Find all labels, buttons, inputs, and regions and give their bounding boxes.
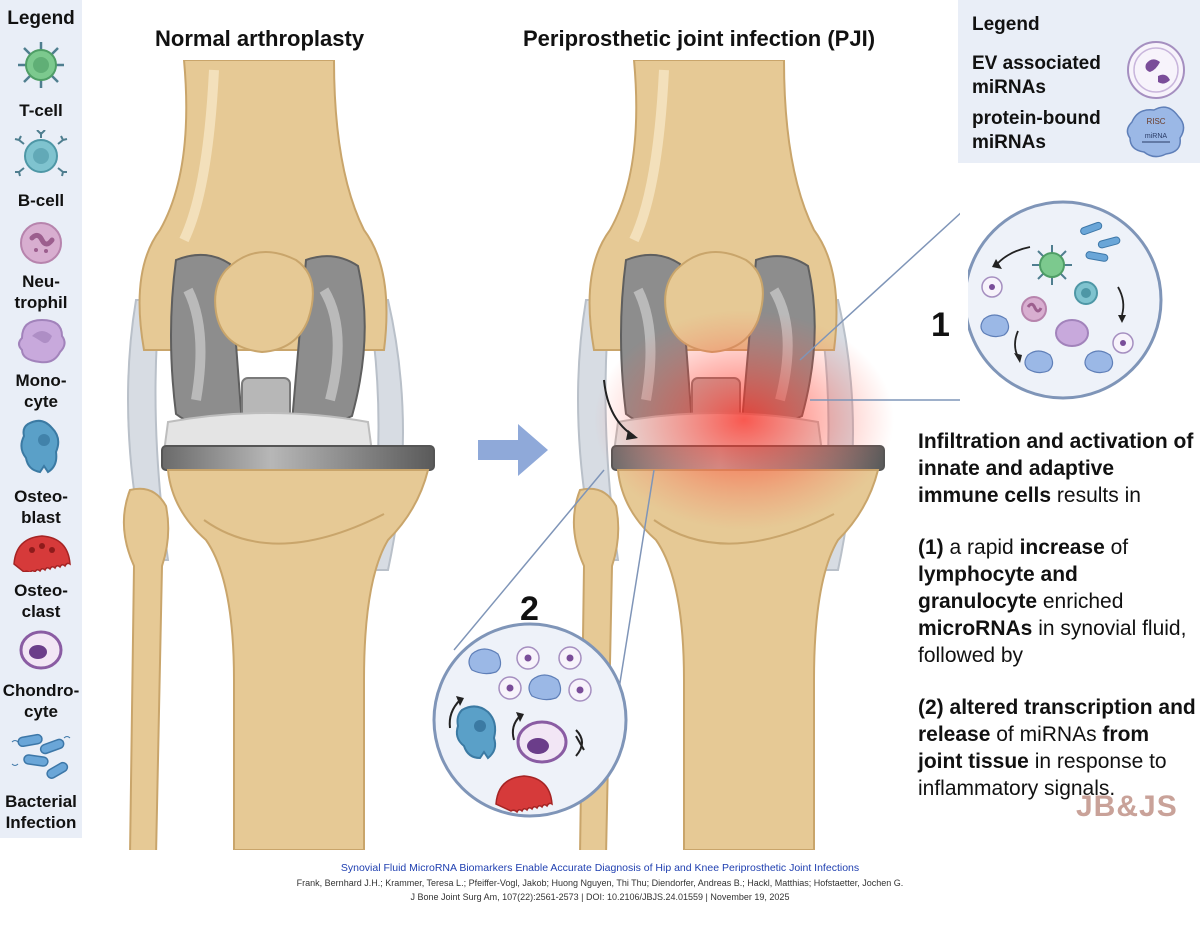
- explanation-text: Infiltration and activation of innate an…: [918, 428, 1196, 827]
- zoom-circle-1-detail: [968, 200, 1163, 400]
- explanation-paragraph-1: Infiltration and activation of innate an…: [918, 430, 1194, 507]
- callout-number-2: 2: [520, 590, 539, 628]
- jbjs-logo: JB&JS: [1076, 790, 1178, 823]
- legend-label-osteoclast: Osteo- clast: [14, 581, 68, 621]
- legend-label-bacteria: Bacterial Infection: [5, 792, 77, 832]
- legend-label-t-cell: T-cell: [19, 101, 63, 120]
- t-cell-icon: [18, 42, 64, 88]
- left-legend-panel: Legend T-cell B-cell Neu- trophil: [0, 0, 82, 838]
- normal-knee: [124, 60, 434, 850]
- legend-label-neutrophil: Neu- trophil: [14, 272, 68, 312]
- right-legend-title: Legend: [972, 14, 1040, 35]
- chondrocyte-icon: [19, 630, 63, 670]
- left-legend-title: Legend: [7, 8, 75, 29]
- inflammation-glow: [594, 310, 894, 530]
- legend-label-b-cell: B-cell: [17, 191, 65, 210]
- transition-arrow: [478, 424, 548, 476]
- ev-icon: [1127, 41, 1185, 99]
- osteoblast-icon: [20, 419, 60, 474]
- knee-illustration: [84, 60, 960, 850]
- heading-normal-arthroplasty: Normal arthroplasty: [155, 26, 365, 51]
- heading-pji: Periprosthetic joint infection (PJI): [523, 26, 876, 51]
- zoom-circle-2-detail: [432, 622, 628, 818]
- legend-label-protein-mirnas: protein-bound miRNAs: [972, 108, 1101, 153]
- explanation-paragraph-3: (2) altered transcription and release of…: [918, 696, 1196, 800]
- explanation-paragraph-2: (1) a rapid increase of lymphocyte and g…: [918, 536, 1187, 667]
- legend-label-monocyte: Mono- cyte: [15, 371, 67, 411]
- citation-authors: Frank, Bernhard J.H.; Krammer, Teresa L.…: [296, 878, 904, 888]
- callout-number-1: 1: [931, 306, 950, 344]
- risc-protein-icon: RISC miRNA: [1126, 106, 1185, 158]
- legend-label-osteoblast: Osteo- blast: [14, 487, 68, 527]
- citation-journal: J Bone Joint Surg Am, 107(22):2561-2573 …: [410, 892, 790, 902]
- right-legend-panel: Legend EV associated miRNAs protein-boun…: [958, 0, 1200, 163]
- citation-title-link[interactable]: Synovial Fluid MicroRNA Biomarkers Enabl…: [340, 862, 860, 874]
- mirna-label: miRNA: [1145, 133, 1167, 140]
- legend-label-ev-mirnas: EV associated miRNAs: [972, 53, 1101, 98]
- neutrophil-icon: [20, 222, 62, 264]
- bacteria-icon: [11, 733, 71, 779]
- b-cell-icon: [14, 130, 68, 177]
- risc-label: RISC: [1146, 117, 1165, 126]
- citation: Synovial Fluid MicroRNA Biomarkers Enabl…: [0, 860, 1200, 904]
- legend-label-chondrocyte: Chondro- cyte: [2, 681, 80, 721]
- monocyte-icon: [18, 318, 66, 364]
- osteoclast-icon: [13, 535, 71, 572]
